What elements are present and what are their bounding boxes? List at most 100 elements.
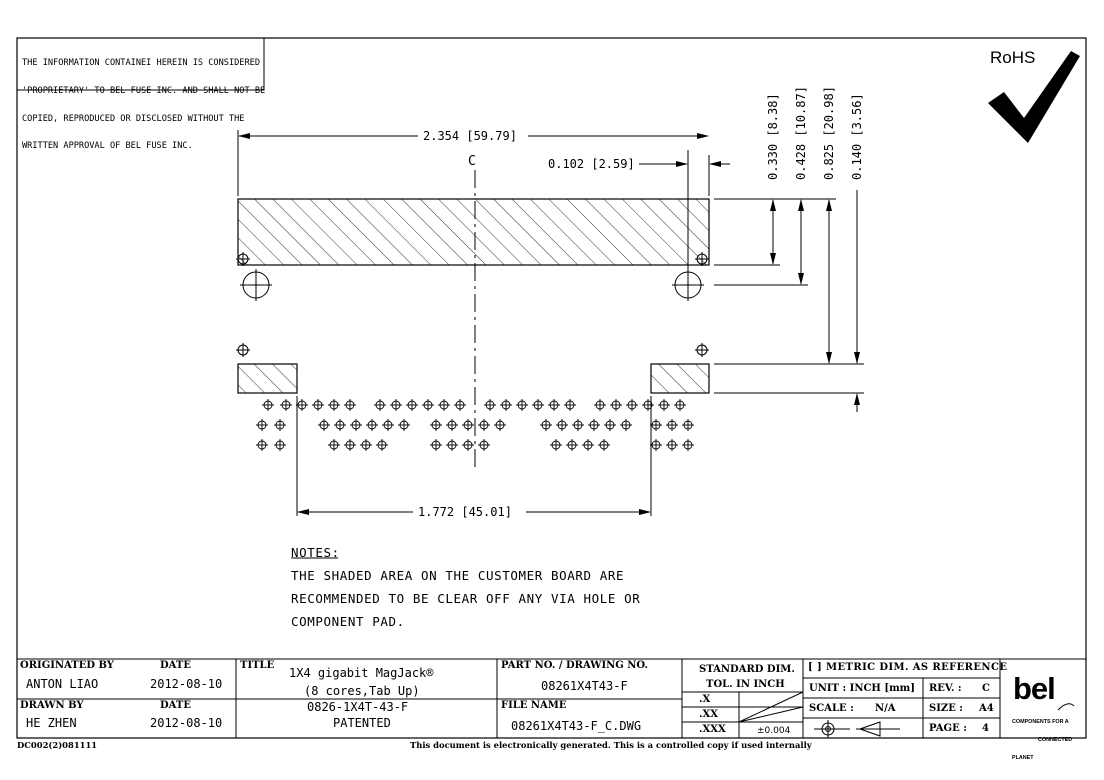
- tol-xxx-label: .XXX: [699, 724, 726, 735]
- page-value: 4: [982, 723, 989, 734]
- pin-hole: [666, 439, 678, 451]
- mounting-hole-left: [240, 269, 272, 301]
- originated-by-value: ANTON LIAO: [26, 677, 99, 691]
- pin-hole: [446, 419, 458, 431]
- small-hole-left-mid: [236, 343, 250, 357]
- size-value: A4: [979, 703, 994, 714]
- pin-hole: [344, 439, 356, 451]
- notes-line: COMPONENT PAD.: [291, 614, 405, 629]
- bel-logo: bel: [1013, 671, 1056, 706]
- tagline-line: COMPONENTS FOR A: [1012, 719, 1069, 725]
- pin-hole-array: [256, 399, 694, 451]
- pin-hole: [318, 419, 330, 431]
- keepout-area-main: [237, 198, 710, 266]
- pin-hole: [666, 419, 678, 431]
- pin-hole: [430, 419, 442, 431]
- mounting-hole-right: [672, 269, 704, 301]
- dim-edge-offset: 0.102 [2.59]: [548, 157, 635, 171]
- pin-hole: [296, 399, 308, 411]
- dim-vertical-140: 0.140 [3.56]: [850, 93, 864, 180]
- pin-hole: [682, 439, 694, 451]
- tol-in-inch-label: TOL. IN INCH: [706, 679, 785, 690]
- pin-hole: [406, 399, 418, 411]
- bel-logo-tagline: COMPONENTS FOR A CONNECTED PLANET: [1012, 707, 1072, 767]
- proprietary-notice: THE INFORMATION CONTAINEI HEREIN IS CONS…: [22, 41, 265, 161]
- centerline-symbol: C: [468, 154, 476, 169]
- pin-hole: [430, 439, 442, 451]
- pin-hole: [516, 399, 528, 411]
- page-label: PAGE :: [929, 723, 967, 734]
- pin-hole: [328, 439, 340, 451]
- pin-hole: [422, 399, 434, 411]
- title-line-2: (8 cores,Tab Up): [304, 684, 420, 698]
- pin-hole: [374, 399, 386, 411]
- pin-hole: [344, 399, 356, 411]
- pin-hole: [350, 419, 362, 431]
- pin-hole: [366, 419, 378, 431]
- small-hole-right-top: [695, 252, 709, 266]
- controlled-copy-statement: This document is electronically generate…: [410, 740, 812, 750]
- notes-line: THE SHADED AREA ON THE CUSTOMER BOARD AR…: [291, 568, 625, 583]
- pin-hole: [446, 439, 458, 451]
- keepout-area-left-tab: [237, 363, 298, 394]
- orig-date-value: 2012-08-10: [150, 677, 223, 691]
- pin-hole: [598, 439, 610, 451]
- pin-hole: [484, 399, 496, 411]
- notice-box: [17, 38, 265, 91]
- dim-overall-width: 2.354 [59.79]: [423, 129, 517, 143]
- pin-hole: [478, 419, 490, 431]
- pin-hole: [604, 419, 616, 431]
- metric-reference-note: [ ] METRIC DIM. AS REFERENCE: [808, 662, 1008, 673]
- file-name-label: FILE NAME: [501, 700, 567, 711]
- pin-hole: [550, 439, 562, 451]
- pin-hole: [540, 419, 552, 431]
- drawn-date-label: DATE: [160, 700, 191, 711]
- pin-hole: [626, 399, 638, 411]
- title-label: TITLE: [240, 660, 275, 671]
- pin-hole: [274, 419, 286, 431]
- tol-x-label: .X: [699, 694, 711, 705]
- pin-hole: [500, 399, 512, 411]
- title-block-grid: [17, 658, 1086, 738]
- pin-hole: [280, 399, 292, 411]
- part-no-label: PART NO. / DRAWING NO.: [501, 660, 649, 671]
- pin-hole: [328, 399, 340, 411]
- pin-hole: [462, 439, 474, 451]
- pin-hole: [478, 439, 490, 451]
- tagline-line: CONNECTED: [1038, 737, 1073, 743]
- notice-line: 'PROPRIETARY' TO BEL FUSE INC. AND SHALL…: [22, 86, 266, 97]
- notice-line: THE INFORMATION CONTAINEI HEREIN IS CONS…: [22, 58, 260, 69]
- pin-hole: [454, 399, 466, 411]
- tol-xxx-value: ±0.004: [757, 726, 791, 736]
- rev-label: REV. :: [929, 683, 962, 694]
- dim-vertical-825: 0.825 [20.98]: [822, 86, 836, 180]
- projection-symbol-icon: [814, 720, 900, 738]
- drawing-border: [16, 37, 1087, 739]
- file-name-value: 08261X4T43-F_C.DWG: [511, 719, 642, 733]
- pin-hole: [262, 399, 274, 411]
- notice-line: WRITTEN APPROVAL OF BEL FUSE INC.: [22, 141, 193, 152]
- rev-value: C: [982, 683, 990, 694]
- pin-hole: [256, 439, 268, 451]
- pin-hole: [610, 399, 622, 411]
- pin-hole: [642, 399, 654, 411]
- keepout-area-right-tab: [650, 363, 710, 394]
- pin-hole: [650, 439, 662, 451]
- scale-label: SCALE :: [809, 703, 854, 714]
- pin-hole: [674, 399, 686, 411]
- pin-hole: [582, 439, 594, 451]
- rohs-checkmark-icon: [988, 51, 1080, 143]
- small-hole-left-top: [236, 252, 250, 266]
- pin-hole: [594, 399, 606, 411]
- pin-hole: [682, 419, 694, 431]
- pin-hole: [658, 399, 670, 411]
- drawn-date-value: 2012-08-10: [150, 716, 223, 730]
- pin-hole: [494, 419, 506, 431]
- pin-hole: [532, 399, 544, 411]
- small-hole-right-mid: [695, 343, 709, 357]
- rohs-label: RoHS: [990, 48, 1036, 67]
- dim-vertical-428: 0.428 [10.87]: [794, 86, 808, 180]
- pin-hole: [650, 419, 662, 431]
- dim-pin-span: 1.772 [45.01]: [418, 505, 512, 519]
